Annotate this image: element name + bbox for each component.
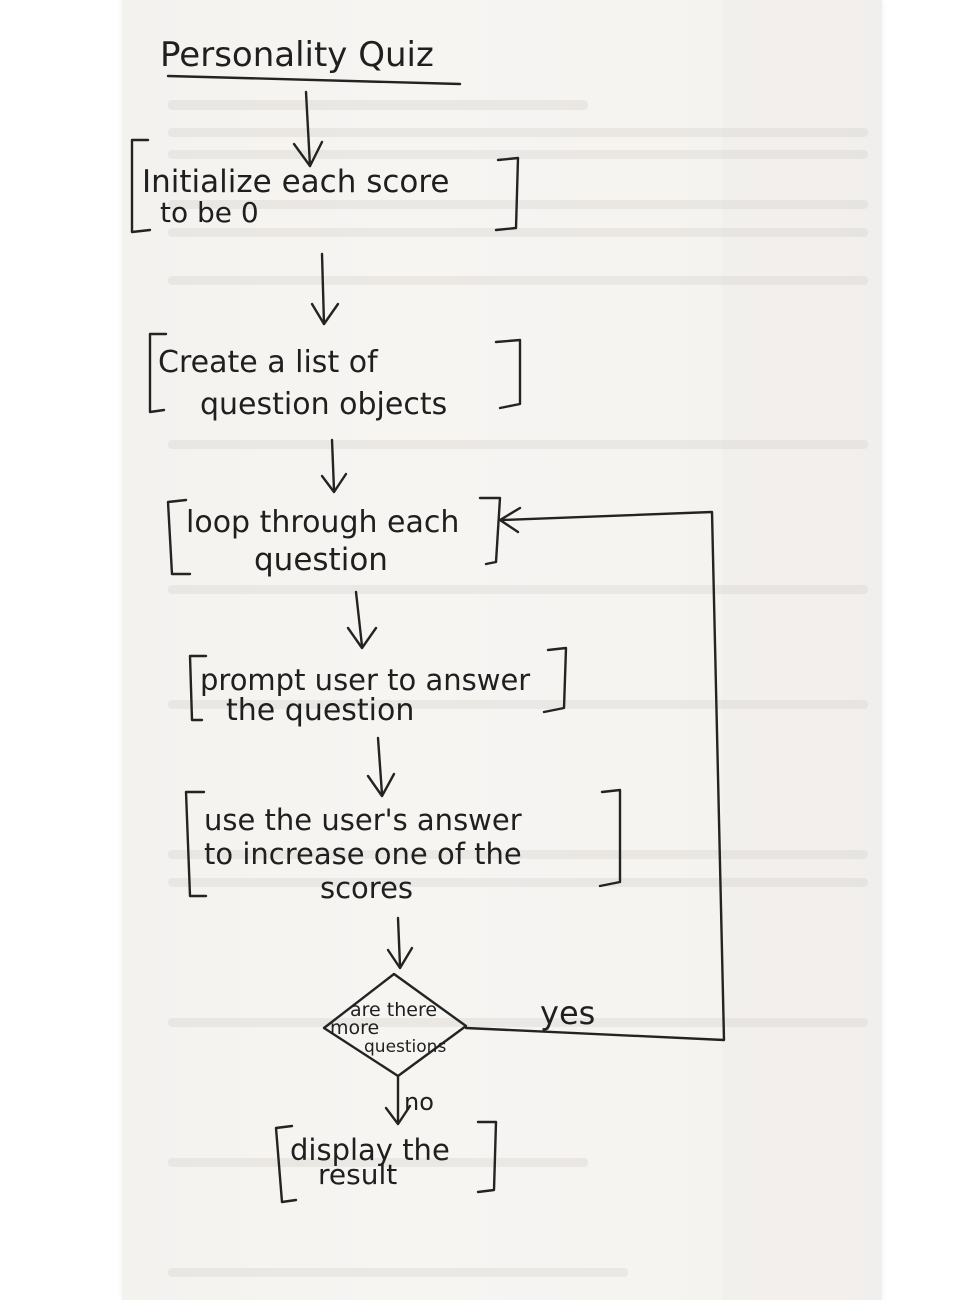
title-underline bbox=[166, 74, 462, 86]
left-bracket bbox=[166, 498, 192, 576]
right-bracket bbox=[478, 496, 502, 566]
arrow-initialize-to-create bbox=[310, 252, 340, 326]
step-loop-questions: loop through each question bbox=[166, 496, 502, 578]
arrow-prompt-to-use-answer bbox=[366, 736, 396, 798]
left-bracket bbox=[148, 332, 168, 414]
step-prompt-user: prompt user to answer the question bbox=[188, 646, 568, 728]
step-line-2: the question bbox=[226, 693, 414, 728]
left-bracket bbox=[184, 790, 208, 898]
step-line-2: question objects bbox=[200, 387, 447, 422]
end-line-1: display the bbox=[290, 1133, 450, 1167]
page-shadow bbox=[722, 0, 882, 1300]
right-bracket bbox=[598, 788, 622, 888]
decision-line-3: questions bbox=[364, 1037, 446, 1057]
right-bracket bbox=[542, 646, 568, 714]
arrow-create-to-loop bbox=[320, 438, 348, 494]
left-bracket bbox=[130, 138, 152, 234]
step-line-1: loop through each bbox=[186, 505, 459, 540]
diagram-title: Personality Quiz bbox=[160, 35, 434, 75]
no-label: no bbox=[404, 1088, 434, 1116]
decision-line-1: are there bbox=[350, 999, 437, 1021]
bleed-through-marks bbox=[168, 100, 868, 1277]
step-line-1: Initialize each score bbox=[142, 164, 450, 200]
step-line-3: scores bbox=[320, 871, 413, 905]
yes-loop-back-arrow bbox=[464, 506, 726, 1042]
step-initialize-scores: Initialize each score to be 0 bbox=[130, 138, 520, 234]
end-line-2: result bbox=[318, 1158, 397, 1191]
step-line-2: question bbox=[254, 542, 388, 578]
step-create-question-list: Create a list of question objects bbox=[148, 332, 522, 422]
arrow-loop-to-prompt bbox=[346, 590, 378, 650]
right-bracket bbox=[494, 338, 522, 410]
arrow-decision-to-display bbox=[384, 1074, 412, 1126]
step-line-2: to be 0 bbox=[160, 196, 259, 229]
step-increase-score: use the user's answer to increase one of… bbox=[184, 788, 622, 905]
arrow-title-to-initialize bbox=[292, 90, 324, 168]
yes-label: yes bbox=[540, 994, 595, 1032]
arrow-use-answer-to-decision bbox=[386, 916, 414, 970]
step-display-result: display the result bbox=[274, 1120, 498, 1204]
decision-line-2: more bbox=[330, 1017, 379, 1039]
step-line-1: use the user's answer bbox=[204, 803, 522, 837]
left-bracket bbox=[274, 1124, 298, 1204]
step-line-2: to increase one of the bbox=[204, 837, 522, 871]
right-bracket bbox=[494, 156, 520, 232]
left-bracket bbox=[188, 654, 208, 722]
right-bracket bbox=[476, 1120, 498, 1194]
step-line-1: prompt user to answer bbox=[200, 663, 530, 697]
step-line-1: Create a list of bbox=[158, 345, 379, 380]
